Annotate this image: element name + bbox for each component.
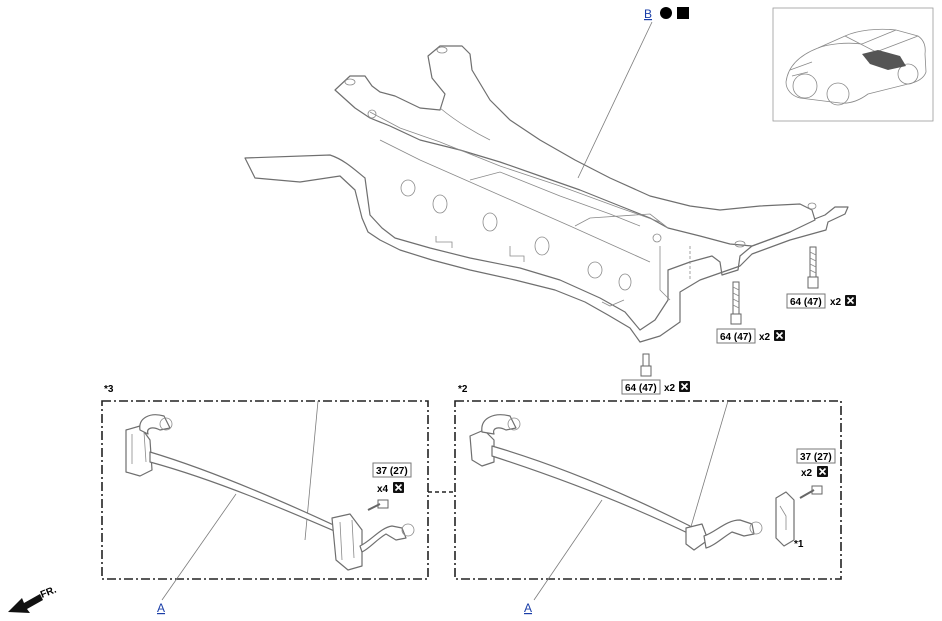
svg-text:37 (27): 37 (27) [376,466,408,477]
torque-label-3: 64 (47) x2 [621,379,690,395]
svg-text:64 (47): 64 (47) [790,297,822,308]
subframe-bolt-middle [730,281,742,325]
replace-x-icon [817,466,828,477]
replace-x-icon [679,381,690,392]
subframe-bolt-right [807,246,819,289]
svg-text:A: A [524,601,532,615]
detail-box-left [101,400,429,580]
svg-text:64 (47): 64 (47) [720,332,752,343]
link-a-left[interactable]: A [157,601,165,615]
svg-text:64 (47): 64 (47) [625,383,657,394]
detail-box-right [454,400,842,580]
callout-star3: *3 [104,384,114,395]
svg-text:x2: x2 [830,297,842,308]
link-b[interactable]: B [644,7,652,21]
filled-circle-icon [660,7,672,19]
svg-text:A: A [157,601,165,615]
callout-star2: *2 [458,384,468,395]
torque-label-4: 37 (27) x4 [372,462,412,495]
svg-text:B: B [644,7,652,21]
vehicle-locator-icon [772,7,934,122]
replace-x-icon [393,482,404,493]
link-a-right[interactable]: A [524,601,532,615]
stabilizer-bar-right [469,414,823,551]
subframe-bolt-left [640,353,652,377]
svg-text:x2: x2 [801,468,813,479]
stabilizer-bar-left [125,414,415,571]
callout-star1: *1 [794,539,804,550]
torque-label-5: 37 (27) x2 [796,448,836,479]
svg-text:37 (27): 37 (27) [800,452,832,463]
torque-label-1: 64 (47) x2 [786,293,856,309]
svg-text:x4: x4 [377,484,389,495]
replace-x-icon [845,295,856,306]
torque-label-2: 64 (47) x2 [716,328,785,344]
svg-text:x2: x2 [664,383,676,394]
svg-text:x2: x2 [759,332,771,343]
filled-square-icon [677,7,689,19]
front-label: FR. [39,584,58,600]
replace-x-icon [774,330,785,341]
front-arrow-icon: FR. [8,584,58,613]
rear-subframe [244,45,849,343]
